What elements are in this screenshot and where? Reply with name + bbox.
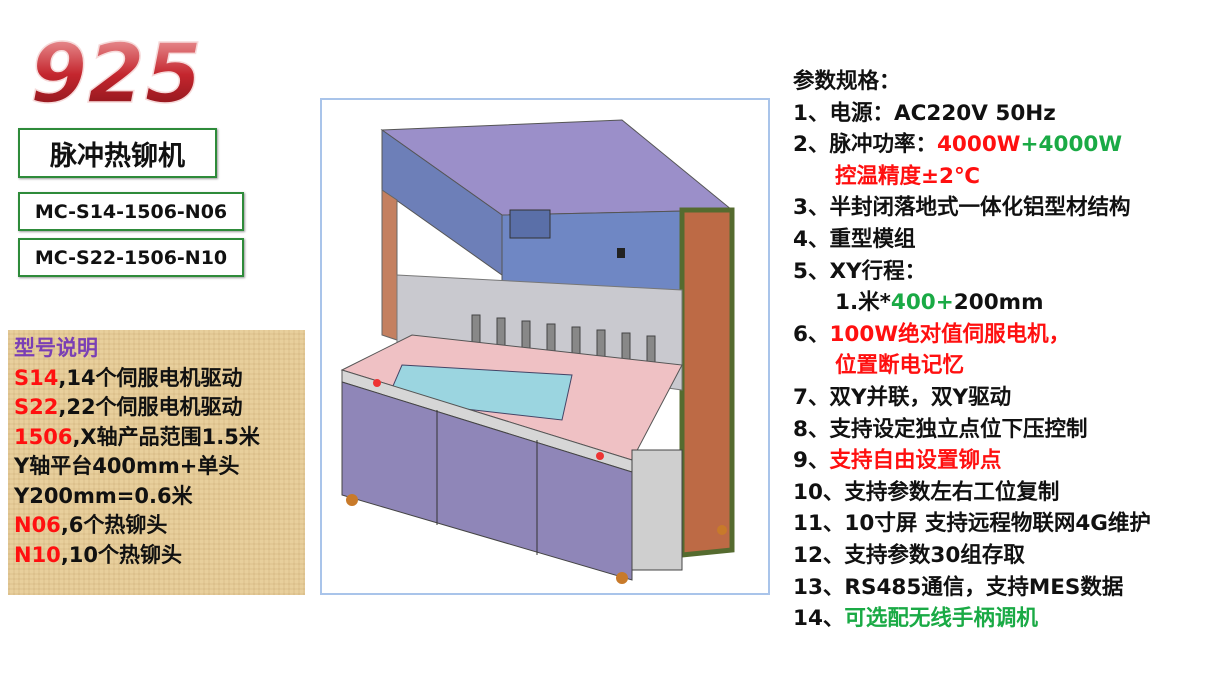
text-segment: ,X轴产品范围1.5米 bbox=[72, 424, 260, 449]
product-title: 脉冲热铆机 bbox=[18, 128, 217, 178]
text-segment: 9、 bbox=[793, 448, 830, 474]
text-segment: 10、支持参数左右工位复制 bbox=[793, 479, 1060, 505]
text-segment: 11、10寸屏 支持远程物联网4G维护 bbox=[793, 511, 1151, 537]
spec-item: 位置断电记忆 bbox=[793, 350, 1151, 382]
spec-item: 4、重型模组 bbox=[793, 224, 1151, 256]
text-segment: 14、 bbox=[793, 606, 845, 632]
text-segment: 支持自由设置铆点 bbox=[829, 448, 1002, 474]
spec-item: 5、XY行程： bbox=[793, 256, 1151, 288]
text-segment: 位置断电记忆 bbox=[835, 353, 965, 379]
text-segment: ,14个伺服电机驱动 bbox=[58, 365, 243, 390]
text-segment: 200mm bbox=[953, 290, 1044, 316]
specifications: 参数规格： 1、电源：AC220V 50Hz 2、脉冲功率：4000W+4000W… bbox=[793, 66, 1151, 635]
spec-item: 8、支持设定独立点位下压控制 bbox=[793, 414, 1151, 446]
text-segment: 1.米* bbox=[835, 290, 891, 316]
text-segment: S22 bbox=[14, 395, 59, 419]
text-segment: 5、XY行程： bbox=[793, 258, 927, 284]
spec-item: 控温精度±2℃ bbox=[793, 161, 1151, 193]
text-segment: ,22个伺服电机驱动 bbox=[58, 395, 243, 419]
text-segment: 2、脉冲功率： bbox=[793, 132, 937, 158]
text-segment: S14 bbox=[14, 365, 59, 390]
spec-item: 3、半封闭落地式一体化铝型材结构 bbox=[793, 192, 1151, 224]
text-segment: 100W绝对值伺服电机， bbox=[829, 321, 1071, 347]
text-segment: 7、双Y并联，双Y驱动 bbox=[793, 384, 1012, 410]
text-segment: 400+ bbox=[890, 290, 954, 316]
text-segment: 控温精度±2℃ bbox=[835, 163, 981, 189]
spec-item: 12、支持参数30组存取 bbox=[793, 540, 1151, 572]
model-number: MC-S14-1506-N06 bbox=[18, 192, 244, 231]
svg-text:925: 925 bbox=[30, 27, 202, 117]
text-segment: 3、半封闭落地式一体化铝型材结构 bbox=[793, 195, 1131, 221]
text-segment: 12、支持参数30组存取 bbox=[793, 542, 1025, 568]
brand-logo: 925 bbox=[29, 26, 203, 117]
text-segment: +4000W bbox=[1020, 132, 1123, 158]
spec-item: 1.米*400+200mm bbox=[793, 287, 1151, 319]
text-segment: 8、支持设定独立点位下压控制 bbox=[793, 416, 1088, 442]
legend-line: 1506,X轴产品范围1.5米 bbox=[14, 423, 305, 453]
text-segment: 1506 bbox=[14, 424, 73, 449]
spec-item: 9、支持自由设置铆点 bbox=[793, 445, 1151, 477]
legend-line: Y200mm=0.6米 bbox=[14, 482, 305, 512]
text-segment: 可选配无线手柄调机 bbox=[844, 606, 1038, 632]
text-segment: 13、RS485通信，支持MES数据 bbox=[793, 574, 1124, 600]
spec-item: 10、支持参数左右工位复制 bbox=[793, 477, 1151, 509]
legend-line: S22,22个伺服电机驱动 bbox=[14, 393, 305, 423]
spec-item: 2、脉冲功率：4000W+4000W bbox=[793, 129, 1151, 161]
text-segment: 4、重型模组 bbox=[793, 226, 916, 252]
spec-item: 6、100W绝对值伺服电机， bbox=[793, 319, 1151, 351]
text-segment: N06 bbox=[14, 513, 61, 537]
spec-item: 11、10寸屏 支持远程物联网4G维护 bbox=[793, 508, 1151, 540]
legend-line: N06,6个热铆头 bbox=[14, 511, 305, 541]
spec-item: 1、电源：AC220V 50Hz bbox=[793, 98, 1151, 130]
text-segment: ,10个热铆头 bbox=[60, 542, 183, 567]
spec-item: 14、可选配无线手柄调机 bbox=[793, 603, 1151, 635]
legend-line: S14,14个伺服电机驱动 bbox=[14, 364, 305, 394]
spec-item: 13、RS485通信，支持MES数据 bbox=[793, 572, 1151, 604]
text-segment: 1、电源：AC220V 50Hz bbox=[793, 100, 1056, 126]
text-segment: Y轴平台400mm+单头 bbox=[14, 454, 240, 478]
heat-riveting-machine-illustration bbox=[340, 119, 735, 584]
legend-line: N10,10个热铆头 bbox=[14, 541, 305, 571]
text-segment: ,6个热铆头 bbox=[60, 513, 168, 537]
text-segment: Y200mm=0.6米 bbox=[14, 483, 193, 508]
specs-heading: 参数规格： bbox=[793, 69, 901, 94]
spec-item: 7、双Y并联，双Y驱动 bbox=[793, 382, 1151, 414]
legend-line: Y轴平台400mm+单头 bbox=[14, 452, 305, 482]
text-segment: 4000W bbox=[936, 132, 1021, 158]
machine-image bbox=[320, 98, 770, 595]
text-segment: 6、 bbox=[793, 321, 830, 347]
text-segment: N10 bbox=[14, 542, 61, 567]
model-number: MC-S22-1506-N10 bbox=[18, 238, 244, 277]
legend-heading: 型号说明 bbox=[14, 336, 98, 360]
